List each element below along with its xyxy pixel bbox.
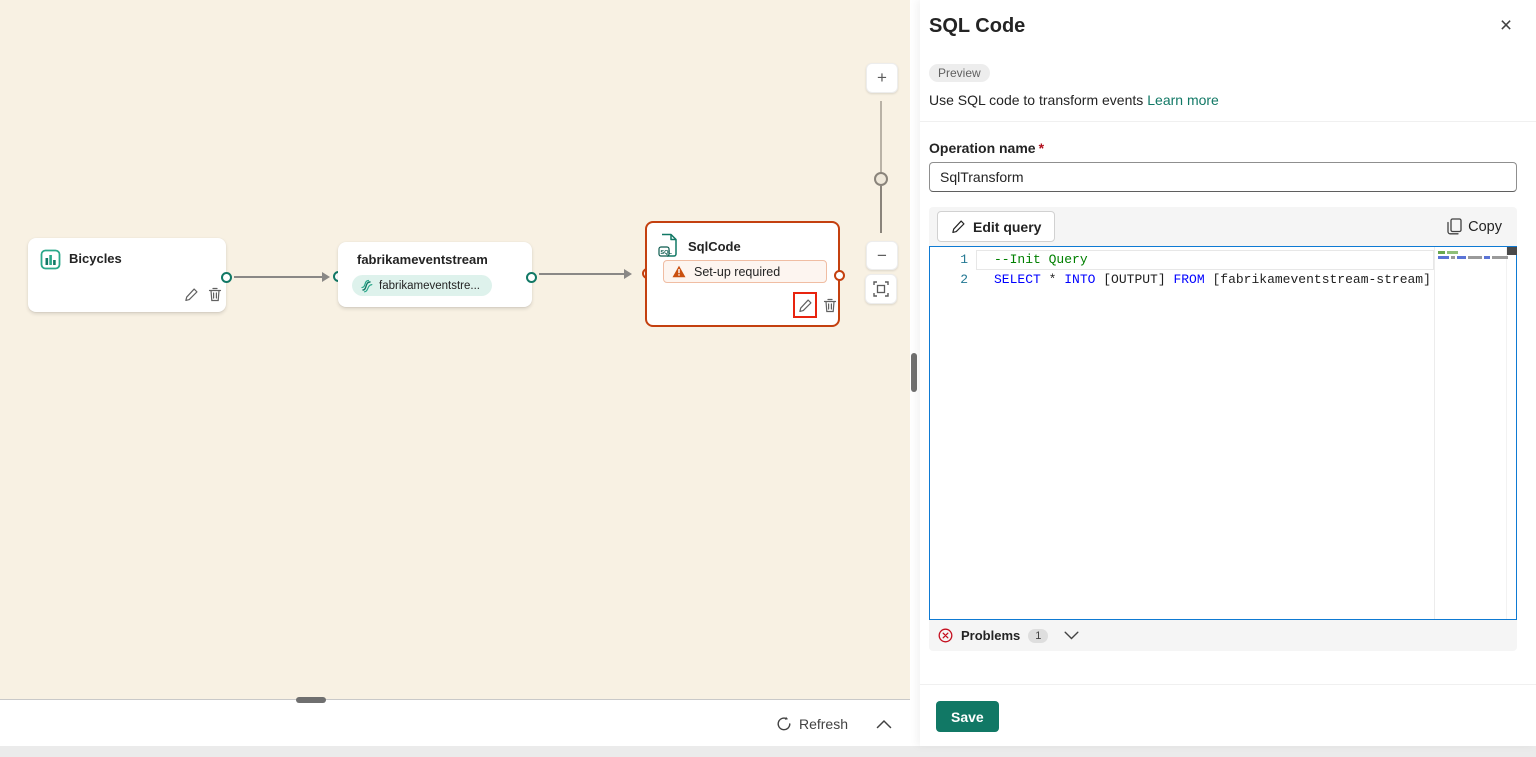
output-port-eventstream[interactable]: [526, 272, 537, 283]
error-circle-icon: [938, 628, 953, 643]
fit-to-screen-icon: [873, 281, 889, 297]
operation-name-label: Operation name*: [929, 140, 1044, 156]
editor-toolbar: Edit query Copy: [929, 207, 1517, 246]
minimap-divider: [1434, 247, 1435, 619]
zoom-slider-track: [880, 186, 882, 233]
zoom-slider-handle[interactable]: [874, 172, 888, 186]
zoom-out-button[interactable]: −: [866, 241, 898, 270]
node-title: fabrikameventstream: [357, 252, 488, 267]
sql-document-icon: SQL: [658, 233, 680, 259]
vertical-scrollbar-thumb[interactable]: [911, 353, 917, 392]
bar-chart-icon: [40, 249, 61, 270]
edge-bicycles-eventstream: [234, 276, 322, 278]
zoom-in-button[interactable]: +: [866, 63, 898, 93]
problems-bar[interactable]: Problems 1: [929, 620, 1517, 651]
stream-badge[interactable]: fabrikameventstre...: [352, 275, 492, 296]
edit-node-icon[interactable]: [184, 287, 199, 302]
footer-divider: [920, 684, 1536, 685]
node-title: SqlCode: [688, 239, 741, 254]
close-icon[interactable]: ×: [1499, 14, 1513, 37]
learn-more-link[interactable]: Learn more: [1147, 92, 1219, 108]
plus-icon: +: [877, 68, 887, 87]
line-number: 1: [960, 252, 968, 267]
operation-name-input[interactable]: [929, 162, 1517, 192]
edit-query-button[interactable]: Edit query: [937, 211, 1056, 242]
edge-arrowhead: [624, 269, 632, 279]
chevron-up-icon[interactable]: [876, 719, 892, 729]
minimap[interactable]: [1438, 251, 1458, 254]
label-text: Operation name: [929, 140, 1036, 156]
edit-query-label: Edit query: [973, 218, 1042, 235]
delete-node-icon[interactable]: [208, 287, 222, 302]
node-eventstream[interactable]: fabrikameventstream fabrikameventstre...: [338, 242, 532, 307]
divider: [920, 121, 1536, 122]
copy-button[interactable]: Copy: [1443, 211, 1506, 242]
chevron-down-icon[interactable]: [1064, 631, 1079, 640]
code-line[interactable]: --Init Query: [976, 250, 1434, 270]
stream-icon: [360, 279, 374, 293]
pencil-icon: [951, 219, 966, 234]
code-line[interactable]: SELECT * INTO [OUTPUT] FROM [fabrikameve…: [994, 272, 1431, 287]
scrollbar-lane-divider: [1506, 247, 1507, 619]
description-text: Use SQL code to transform events: [929, 92, 1144, 108]
edge-eventstream-sqlcode: [539, 273, 624, 275]
svg-text:SQL: SQL: [660, 250, 672, 256]
problems-label: Problems: [961, 628, 1021, 643]
problems-count-badge: 1: [1028, 628, 1049, 643]
node-sqlcode[interactable]: SQL SqlCode Set-up required: [645, 221, 840, 327]
warning-icon: [672, 265, 686, 278]
panel-title: SQL Code: [929, 15, 1026, 37]
canvas-bottom-bar: Refresh: [0, 701, 910, 746]
fit-to-screen-button[interactable]: [865, 274, 897, 304]
copy-icon: [1447, 218, 1462, 235]
flow-canvas[interactable]: Bicycles fabrikameventstream: [0, 0, 910, 700]
output-port-sqlcode[interactable]: [834, 270, 845, 281]
refresh-button[interactable]: Refresh: [776, 716, 848, 732]
stream-badge-label: fabrikameventstre...: [379, 279, 480, 292]
horizontal-scrollbar-thumb[interactable]: [296, 697, 326, 703]
warning-label: Set-up required: [694, 264, 781, 279]
line-number: 2: [960, 272, 968, 287]
save-button[interactable]: Save: [936, 701, 999, 732]
node-title: Bicycles: [69, 251, 122, 266]
required-asterisk: *: [1038, 140, 1045, 156]
edge-arrowhead: [322, 272, 330, 282]
refresh-label: Refresh: [798, 715, 848, 732]
minimap[interactable]: [1438, 256, 1508, 259]
output-port-bicycles[interactable]: [221, 272, 232, 283]
setup-required-warning: Set-up required: [663, 260, 827, 283]
page-bottom-strip: [0, 746, 1536, 757]
minus-icon: −: [877, 245, 887, 265]
highlighted-edit-node-button[interactable]: [793, 292, 817, 318]
preview-badge: Preview: [929, 64, 990, 82]
sql-code-panel: SQL Code × Preview Use SQL code to trans…: [920, 0, 1536, 746]
node-bicycles[interactable]: Bicycles: [28, 238, 226, 312]
copy-label: Copy: [1468, 218, 1502, 235]
delete-node-icon[interactable]: [823, 298, 837, 313]
refresh-icon: [776, 716, 792, 732]
zoom-slider-track: [880, 101, 882, 173]
editor-scrollbar-thumb[interactable]: [1507, 247, 1517, 255]
